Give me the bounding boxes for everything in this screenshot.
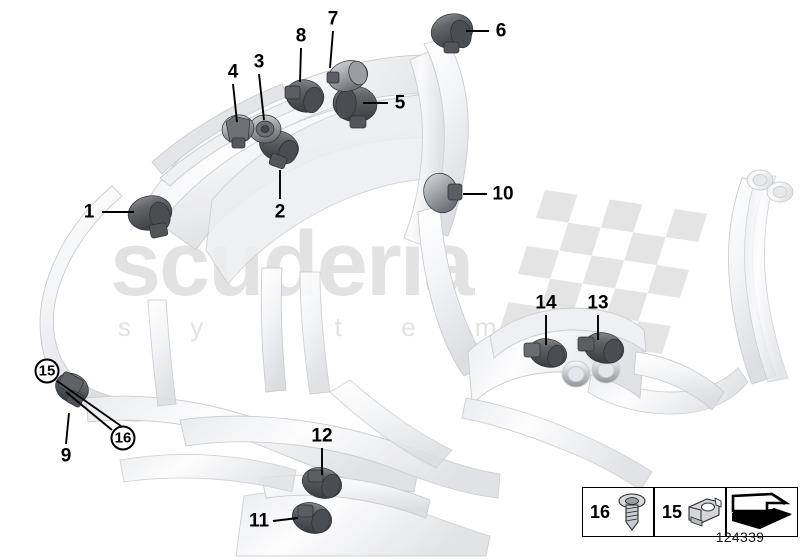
callout-leader-lines [56, 30, 599, 522]
diagram-id-number: 124339 [715, 529, 765, 545]
callout-12[interactable]: 12 [311, 425, 333, 447]
callout-4[interactable]: 4 [227, 61, 239, 83]
leader-line-16 [65, 391, 113, 431]
leader-line-3 [258, 73, 265, 121]
callout-1[interactable]: 1 [83, 201, 95, 223]
legend-box-view-direction[interactable] [726, 487, 798, 537]
lower-duct-assembly [39, 185, 501, 557]
connector-14 [523, 338, 568, 368]
connector-10 [423, 172, 463, 214]
connector-5 [332, 85, 378, 129]
connector-4 [221, 114, 255, 149]
callout-15[interactable]: 15 [34, 358, 60, 384]
screw-icon [610, 492, 653, 532]
callout-5[interactable]: 5 [394, 92, 406, 114]
legend-number: 16 [590, 501, 611, 522]
callout-10[interactable]: 10 [492, 183, 514, 205]
callout-14[interactable]: 14 [535, 292, 557, 314]
leader-line-4 [232, 83, 238, 123]
view-direction-arrow-icon [727, 491, 797, 533]
clip-nut-icon [682, 495, 725, 529]
connector-3 [248, 114, 282, 144]
connector-11 [291, 502, 333, 534]
connector-8 [284, 79, 325, 114]
callout-9[interactable]: 9 [60, 445, 72, 467]
callout-2[interactable]: 2 [274, 201, 286, 223]
callout-number-text: 16 [114, 429, 132, 447]
connector-parts [55, 13, 625, 534]
callout-11[interactable]: 11 [248, 510, 270, 532]
connector-13 [577, 332, 625, 364]
callout-16[interactable]: 16 [110, 425, 136, 451]
connector-7 [326, 60, 369, 92]
leader-line-11 [272, 517, 299, 522]
leader-line-9 [65, 412, 70, 445]
callout-3[interactable]: 3 [253, 51, 265, 73]
connector-12 [301, 467, 343, 499]
leader-line-8 [299, 47, 302, 83]
callout-6[interactable]: 6 [495, 20, 507, 42]
callout-8[interactable]: 8 [295, 25, 307, 47]
connector-1 [127, 195, 173, 239]
leader-line-7 [329, 30, 334, 69]
connector-6 [430, 13, 474, 54]
legend-box-clip-nut[interactable]: 15 [654, 487, 726, 537]
callout-7[interactable]: 7 [327, 8, 339, 30]
callout-13[interactable]: 13 [587, 292, 609, 314]
callout-number-text: 15 [38, 362, 56, 380]
legend-number: 15 [662, 501, 683, 522]
legend-box-screw[interactable]: 16 [582, 487, 654, 537]
leader-line-15 [56, 380, 122, 427]
upper-duct-assembly [149, 37, 794, 415]
